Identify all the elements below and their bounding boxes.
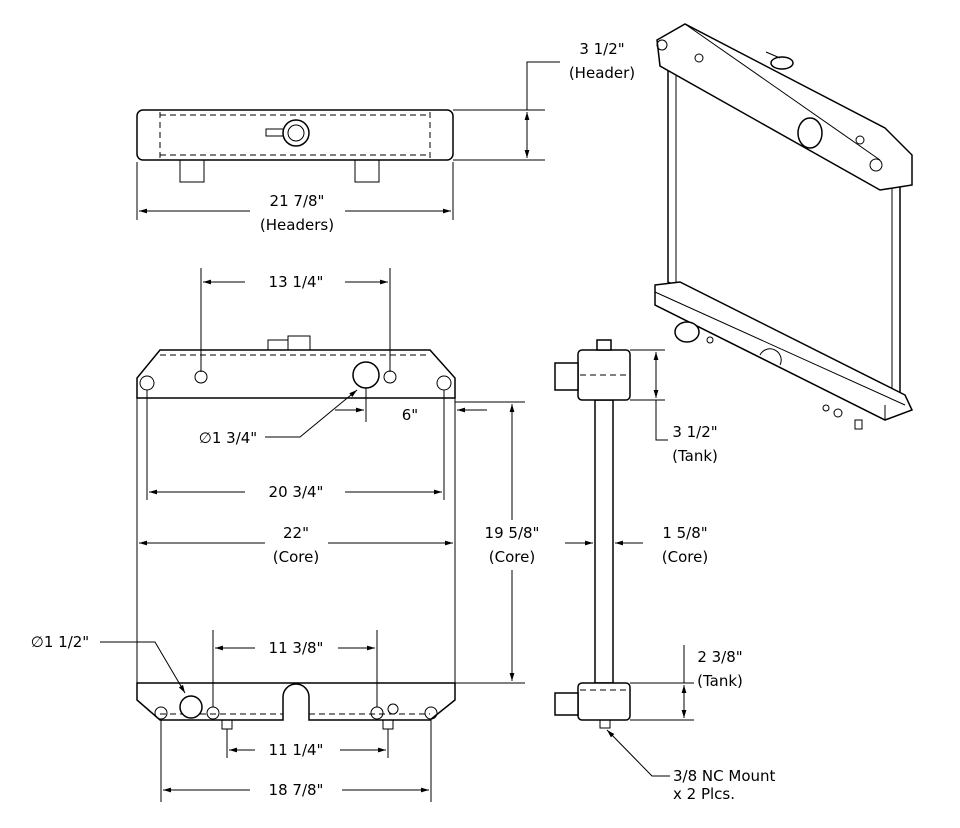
top-tank-note: (Tank) (672, 447, 718, 465)
outlet-diameter-dim: ∅1 1/2" (31, 633, 89, 651)
outlet-icon (179, 695, 203, 719)
bottom-hole-spacing-dim: 11 3/8" (269, 639, 324, 657)
inlet-diameter-dim: ∅1 3/4" (199, 429, 257, 447)
bottom-tank-note: (Tank) (697, 672, 743, 690)
header-height-note: (Header) (569, 64, 635, 82)
mount-spacing-dim: 11 1/4" (269, 741, 324, 759)
mount-note-1: 3/8 NC Mount (673, 767, 776, 785)
corner-spacing-top-dim: 20 3/4" (269, 483, 324, 501)
corner-spacing-bottom-dim: 18 7/8" (269, 781, 324, 799)
side-view: 3 1/2" (Tank) 1 5/8" (Core) 2 3/8" (Tank… (554, 339, 776, 803)
inlet-icon (352, 361, 380, 389)
top-hole-spacing-dim: 13 1/4" (269, 273, 324, 291)
header-width-dim: 21 7/8" (270, 192, 325, 210)
core-width-note: (Core) (273, 548, 319, 566)
core-depth-note: (Core) (662, 548, 708, 566)
inlet-offset-dim: 6" (402, 406, 418, 424)
bottom-tank-dim: 2 3/8" (697, 648, 742, 666)
filler-cap-icon (282, 119, 310, 147)
header-height-dim: 3 1/2" (579, 40, 624, 58)
core-width-dim: 22" (283, 524, 309, 542)
front-view: 13 1/4" ∅1 3/4" 6" 20 3/4" 22" (Core) 19… (31, 268, 540, 802)
core-depth-dim: 1 5/8" (662, 524, 707, 542)
header-width-note: (Headers) (260, 216, 334, 234)
core-height-note: (Core) (489, 548, 535, 566)
top-view: 3 1/2" (Header) 21 7/8" (Headers) (136, 40, 635, 234)
core-height-dim: 19 5/8" (485, 524, 540, 542)
top-tank-dim: 3 1/2" (672, 423, 717, 441)
isometric-view (654, 23, 914, 430)
mount-note-2: x 2 Plcs. (673, 785, 735, 803)
